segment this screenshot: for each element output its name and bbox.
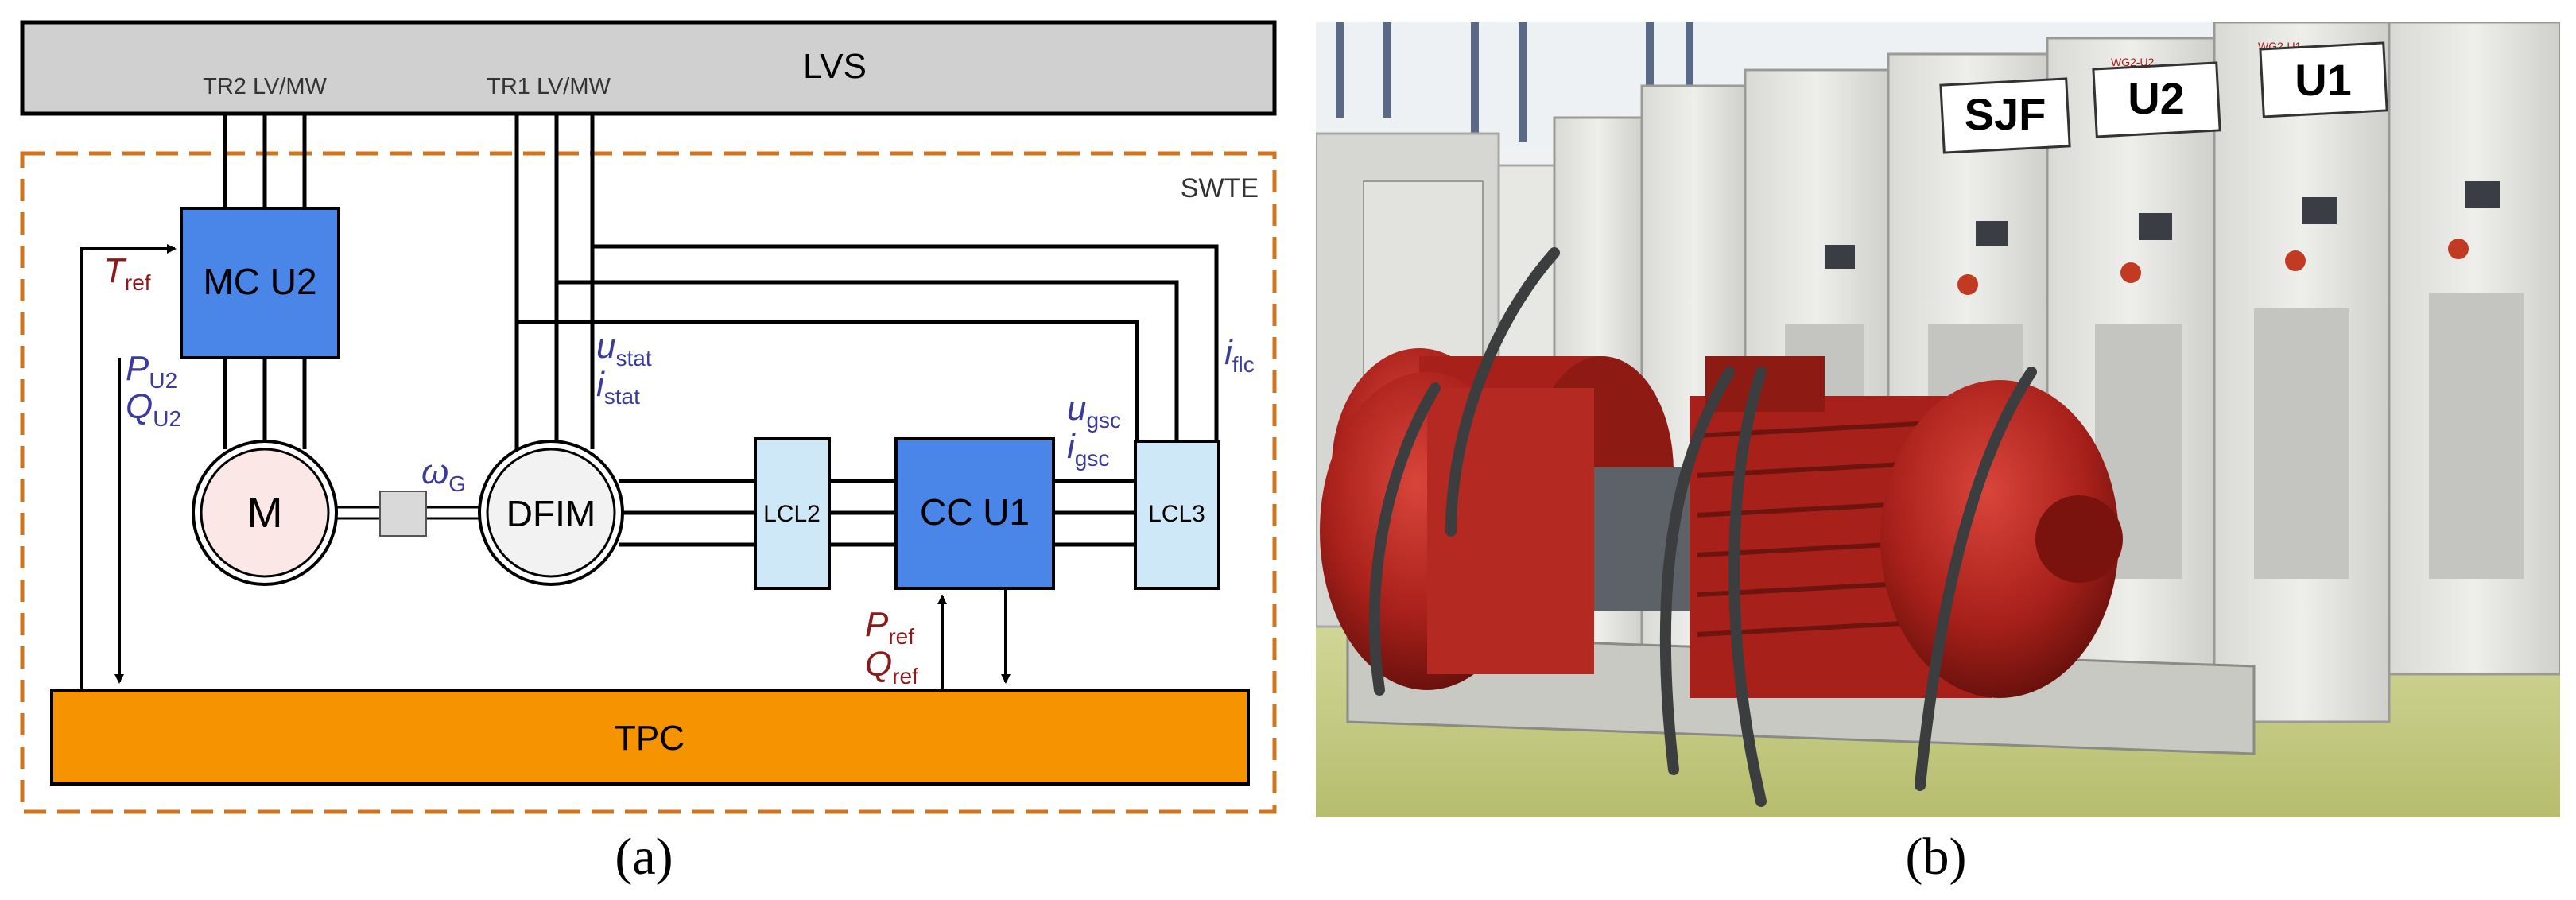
tr2-label: TR2 LV/MW	[203, 74, 327, 99]
svg-text:SJF: SJF	[1965, 89, 2046, 139]
caption-b: (b)	[1905, 828, 1967, 886]
lvs-bus	[20, 20, 1277, 116]
cabinet-tag-wg2-u2: WG2-U2	[2111, 56, 2155, 68]
power-cables	[1368, 247, 2037, 807]
tr2-feeder	[223, 114, 307, 449]
tpc-block	[50, 689, 1250, 786]
p-ref-signal: Pref	[865, 605, 914, 649]
lcl3-block	[1134, 440, 1220, 590]
lcl3-label: LCL3	[1148, 501, 1205, 527]
power-lines	[619, 479, 1135, 547]
motor-m-symbol	[200, 448, 330, 578]
cabinet-label-u2: U2	[2092, 61, 2221, 138]
tpc-label: TPC	[615, 719, 685, 758]
lvs-label: LVS	[803, 47, 867, 86]
tr1-feeder	[514, 114, 1219, 449]
svg-text:U2: U2	[2128, 73, 2185, 123]
pu2-signal: PU2	[126, 349, 177, 393]
cc-u1-block	[894, 437, 1055, 590]
lcl2-block	[754, 437, 831, 590]
tref-arrow	[80, 244, 177, 690]
omega-g-signal: ωG	[421, 452, 466, 496]
swte-enclosure	[20, 151, 1277, 814]
i-flc-signal: iflc	[1224, 333, 1255, 377]
dfim-symbol	[486, 448, 616, 578]
cabinet-label-sjf: SJF	[1939, 77, 2071, 154]
svg-text:U1: U1	[2295, 55, 2352, 105]
tr1-label: TR1 LV/MW	[487, 74, 611, 99]
schematic-diagram: LVS SWTE TR2 LV/MW TR1 LV/MW MC U2	[20, 20, 1277, 814]
motor-m-label: M	[247, 489, 283, 537]
cabinet-meters	[1825, 181, 2500, 269]
red-switches	[1957, 239, 2469, 295]
u-gsc-signal: ugsc	[1067, 389, 1121, 433]
cabinet-label-u1: U1	[2259, 41, 2388, 118]
control-arrows	[80, 244, 1011, 690]
front-motor	[1320, 356, 2123, 698]
i-gsc-signal: igsc	[1067, 427, 1109, 471]
caption-a: (a)	[615, 828, 673, 886]
mc-u2-block	[180, 207, 340, 359]
q-ref-signal: Qref	[865, 645, 918, 689]
dfim-label: DFIM	[506, 493, 596, 534]
i-stat-signal: istat	[596, 365, 640, 409]
mc-u2-label: MC U2	[203, 261, 316, 302]
tref-signal: Tref	[103, 251, 151, 295]
u-stat-signal: ustat	[596, 327, 652, 370]
shaft-coupling	[336, 491, 479, 537]
qu2-signal: QU2	[126, 387, 181, 431]
swte-label: SWTE	[1181, 173, 1259, 204]
lcl2-label: LCL2	[763, 501, 821, 527]
cc-u1-label: CC U1	[920, 491, 1030, 533]
test-bench-photo: WG2-U2 WG2-U1 SJF U2 U1	[1316, 22, 2560, 817]
